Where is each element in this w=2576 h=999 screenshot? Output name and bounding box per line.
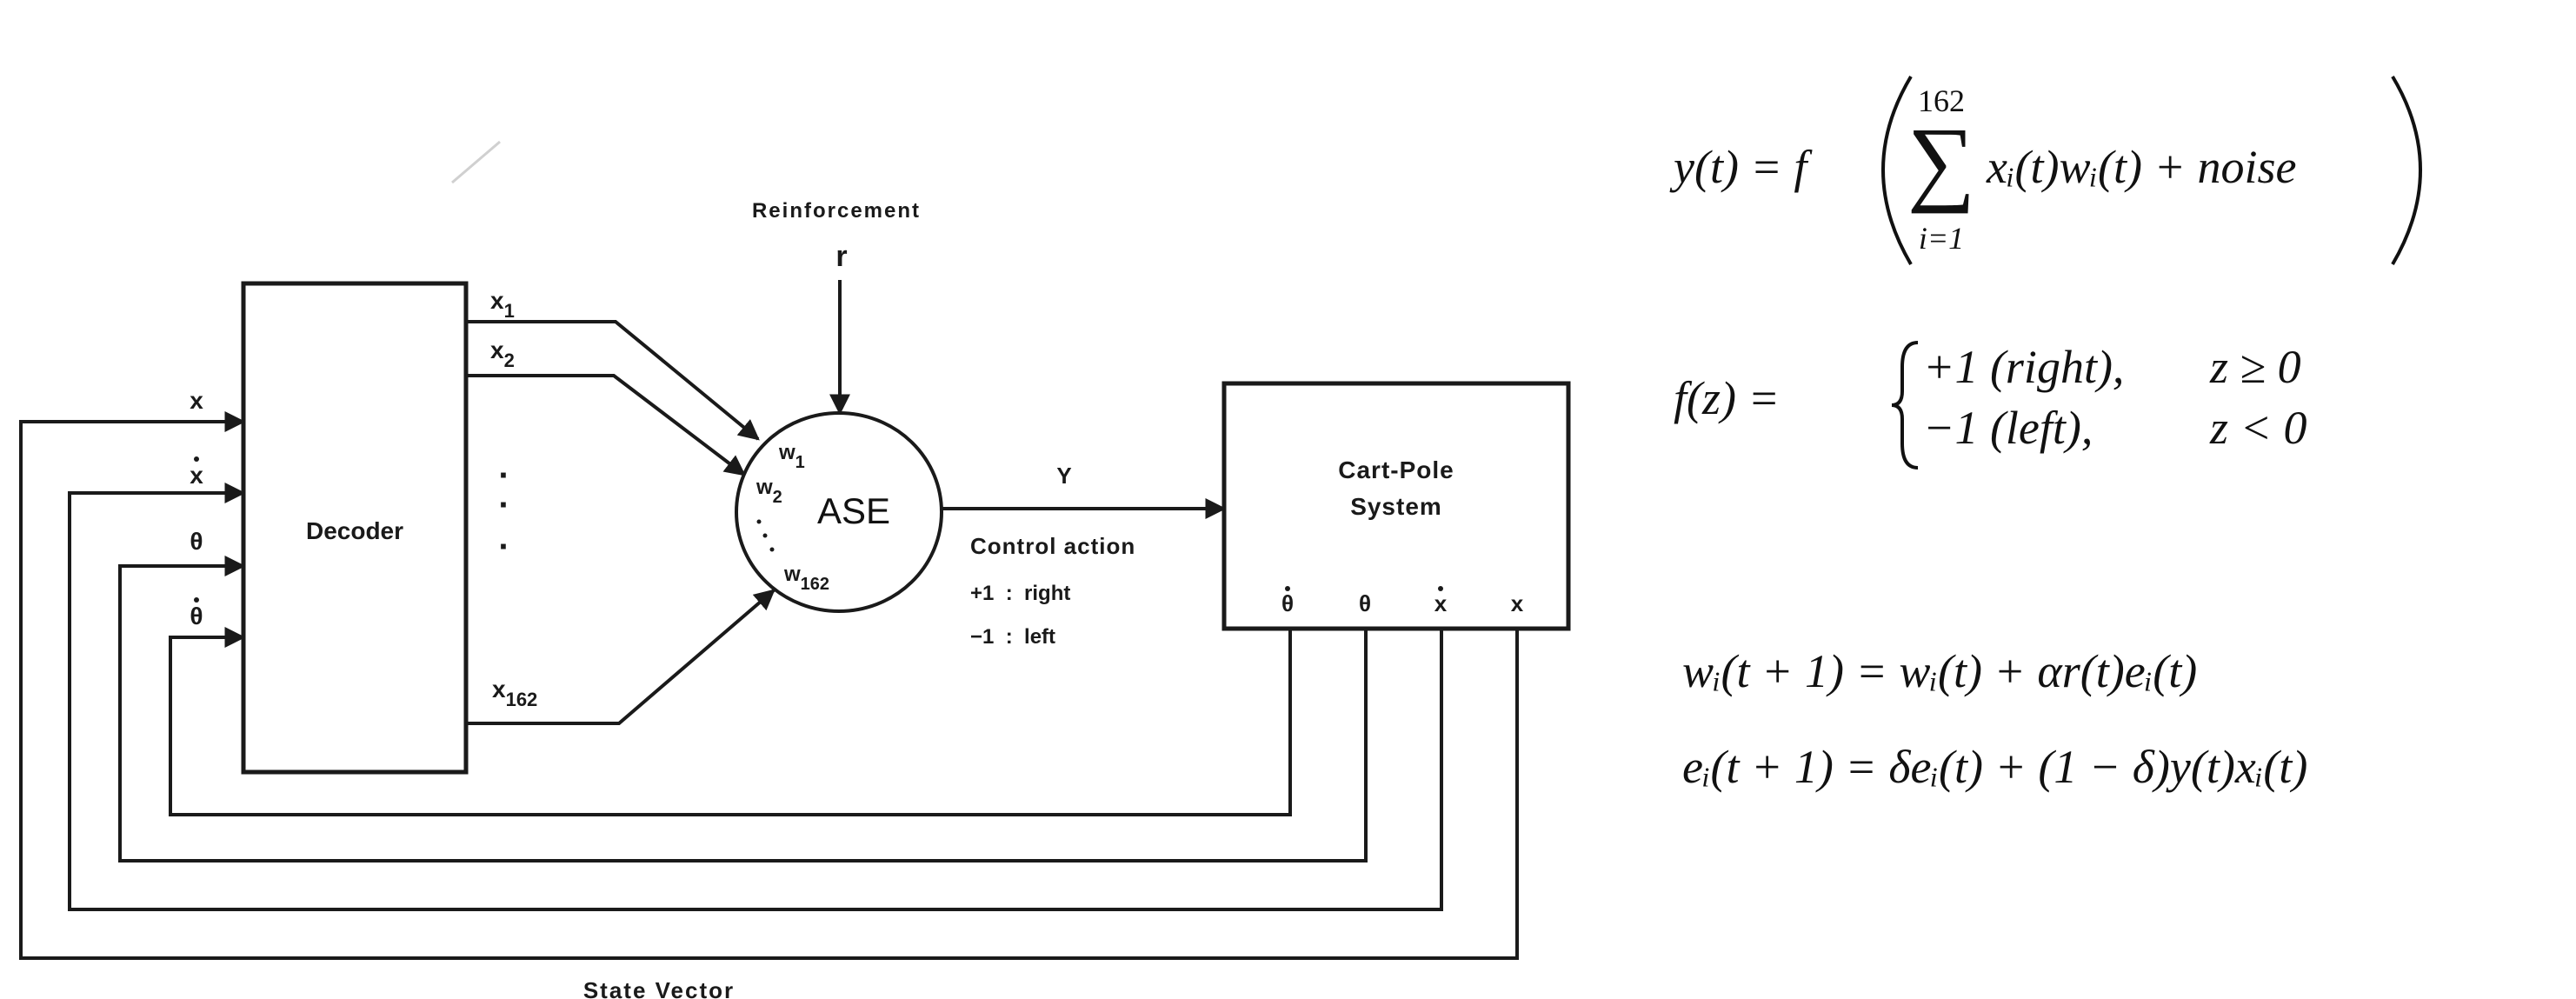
equation-eligibility-trace: eᵢ(t + 1) = δeᵢ(t) + (1 − δ)y(t)xᵢ(t)	[1682, 741, 2307, 793]
cart-pole-line1: Cart-Pole	[1338, 456, 1454, 483]
plant-output-x-dot: x	[1434, 586, 1448, 616]
reinforcement-label: Reinforcement	[752, 199, 921, 223]
decoder-label: Decoder	[306, 517, 403, 544]
input-label-theta: θ	[190, 528, 203, 555]
input-label-theta-dot: θ	[190, 597, 203, 629]
block-diagram: Decoder · · · x1 x2 x162 ASE w1 w2 w162 …	[19, 140, 1571, 999]
svg-text:y(t) = f: y(t) = f	[1669, 141, 1813, 193]
input-label-x-dot: x	[190, 456, 203, 489]
weight-w2: w2	[755, 476, 782, 507]
output-label-x162: x162	[492, 676, 537, 710]
ase-label: ASE	[817, 490, 890, 531]
svg-text:z ≥ 0: z ≥ 0	[2209, 341, 2301, 393]
wire-x2	[466, 374, 746, 476]
input-label-x: x	[190, 387, 203, 414]
svg-text:+1 (right),: +1 (right),	[1923, 341, 2124, 393]
plant-output-x: x	[1511, 590, 1524, 616]
cart-pole-box	[1221, 381, 1571, 631]
svg-text:·: ·	[498, 456, 509, 495]
svg-text:θ: θ	[190, 603, 203, 629]
control-left: −1 : left	[970, 625, 1055, 649]
feedback-x-dot	[68, 483, 1443, 911]
output-symbol: Y	[1056, 463, 1071, 489]
reinforcement-symbol: r	[835, 240, 847, 273]
plant-output-theta: θ	[1359, 590, 1371, 616]
equation-output: y(t) = f 162 ∑ i=1 xᵢ(t)wᵢ(t) + noise	[1669, 75, 2422, 266]
equations: y(t) = f 162 ∑ i=1 xᵢ(t)wᵢ(t) + noise f(…	[1669, 75, 2422, 793]
feedback-theta-dot	[169, 627, 1292, 816]
svg-text:xᵢ(t)wᵢ(t) + noise: xᵢ(t)wᵢ(t) + noise	[1986, 141, 2296, 193]
equation-weight-update: wᵢ(t + 1) = wᵢ(t) + αr(t)eᵢ(t)	[1682, 645, 2197, 697]
weight-ellipsis	[756, 519, 775, 552]
wire-x162	[466, 589, 775, 725]
decoder-ellipsis: · · ·	[498, 456, 509, 566]
wire-x1	[466, 320, 760, 441]
svg-text:∑: ∑	[1907, 108, 1975, 214]
svg-text:z < 0: z < 0	[2209, 402, 2306, 454]
svg-text:·: ·	[498, 486, 509, 524]
plant-output-theta-dot: θ	[1281, 586, 1294, 616]
control-right: +1 : right	[970, 582, 1070, 605]
weight-w162: w162	[783, 563, 829, 594]
svg-text:·: ·	[498, 528, 509, 566]
cart-pole-line2: System	[1350, 493, 1442, 520]
control-action-label: Control action	[970, 533, 1135, 559]
svg-text:−1 (left),: −1 (left),	[1923, 402, 2093, 454]
svg-text:x: x	[1434, 590, 1448, 616]
scan-mark	[451, 140, 501, 184]
svg-text:i=1: i=1	[1919, 221, 1964, 256]
output-label-x2: x2	[490, 336, 515, 371]
feedback-x	[19, 411, 1519, 960]
output-label-x1: x1	[490, 287, 515, 322]
svg-text:θ: θ	[1281, 590, 1294, 616]
weight-w1: w1	[778, 441, 805, 472]
svg-text:x: x	[190, 462, 203, 489]
decoder-box	[241, 281, 469, 775]
feedback-theta	[118, 556, 1368, 862]
svg-text:f(z) =: f(z) =	[1674, 372, 1780, 424]
equation-activation: f(z) = +1 (right), z ≥ 0 −1 (left), z < …	[1674, 341, 2306, 470]
svg-text:162: 162	[1918, 83, 1965, 118]
state-vector-label: State Vector	[583, 977, 735, 999]
